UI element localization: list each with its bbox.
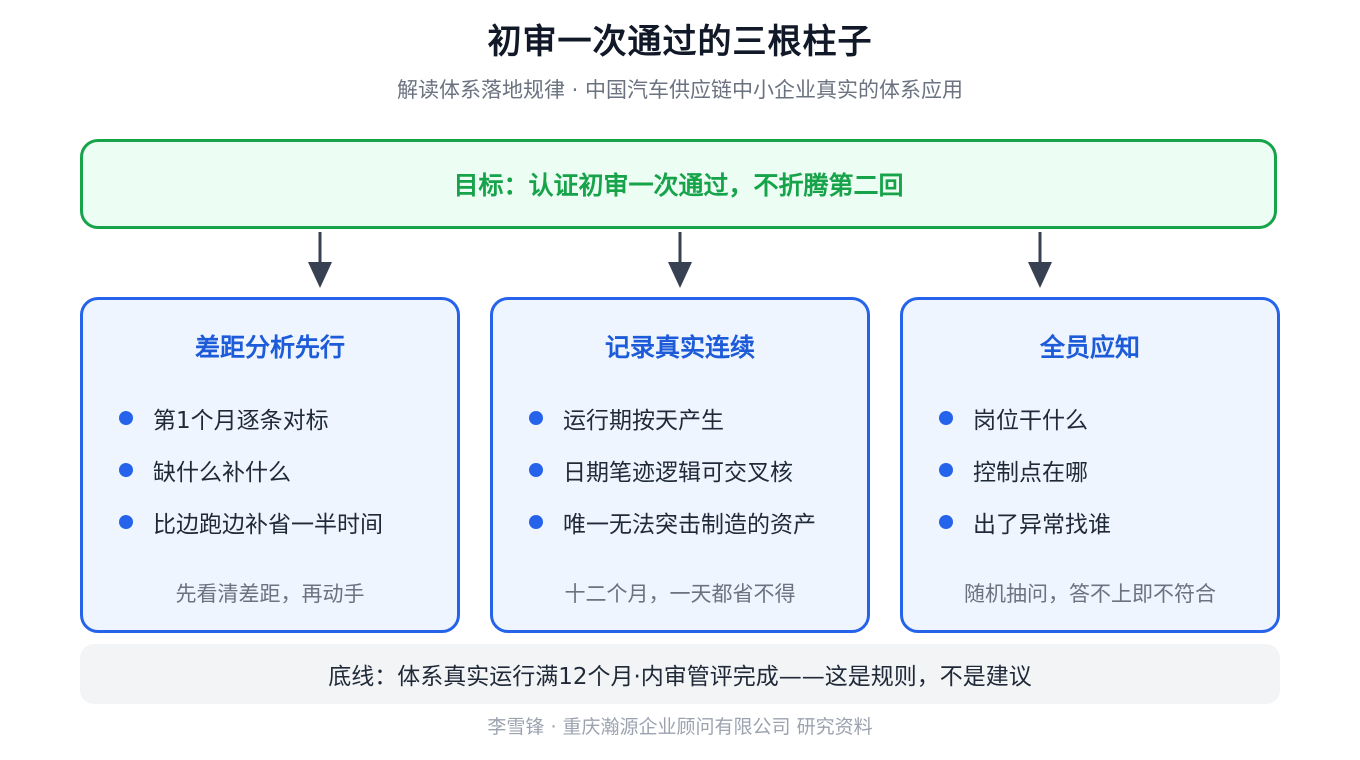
list-item: 比边跑边补省一半时间 <box>119 496 383 548</box>
list-item: 日期笔迹逻辑可交叉核 <box>529 444 816 496</box>
pillar-card-gap-analysis: 差距分析先行 第1个月逐条对标 缺什么补什么 比边跑边补省一半时间 先看清差距，… <box>80 297 460 633</box>
list-item-label: 控制点在哪 <box>973 460 1088 486</box>
bullet-dot-icon <box>529 515 543 529</box>
bullet-dot-icon <box>529 411 543 425</box>
pillar-card-records: 记录真实连续 运行期按天产生 日期笔迹逻辑可交叉核 唯一无法突击制造的资产 十二… <box>490 297 870 633</box>
bullet-dot-icon <box>119 411 133 425</box>
list-item: 唯一无法突击制造的资产 <box>529 496 816 548</box>
pillar-title: 全员应知 <box>1039 333 1140 362</box>
list-item: 控制点在哪 <box>939 444 1111 496</box>
list-item-label: 比边跑边补省一半时间 <box>153 512 383 538</box>
goal-box: 目标：认证初审一次通过，不折腾第二回 <box>80 139 1277 229</box>
pillar-item-list: 运行期按天产生 日期笔迹逻辑可交叉核 唯一无法突击制造的资产 <box>529 392 816 548</box>
list-item: 出了异常找谁 <box>939 496 1111 548</box>
pillar-item-list: 岗位干什么 控制点在哪 出了异常找谁 <box>939 392 1111 548</box>
list-item: 运行期按天产生 <box>529 392 816 444</box>
bottom-line-banner: 底线：体系真实运行满12个月·内审管评完成——这是规则，不是建议 <box>80 644 1280 704</box>
pillar-item-list: 第1个月逐条对标 缺什么补什么 比边跑边补省一半时间 <box>119 392 383 548</box>
bullet-dot-icon <box>119 463 133 477</box>
bottom-line-text: 底线：体系真实运行满12个月·内审管评完成——这是规则，不是建议 <box>328 664 1032 690</box>
pillar-title: 差距分析先行 <box>194 333 345 362</box>
goal-text: 目标：认证初审一次通过，不折腾第二回 <box>453 171 904 200</box>
pillar-title: 记录真实连续 <box>604 333 755 362</box>
page-title: 初审一次通过的三根柱子 <box>487 22 873 62</box>
list-item: 缺什么补什么 <box>119 444 383 496</box>
pillar-note: 随机抽问，答不上即不符合 <box>964 582 1216 606</box>
list-item-label: 第1个月逐条对标 <box>153 408 329 434</box>
footer-credit: 李雪锋 · 重庆瀚源企业顾问有限公司 研究资料 <box>487 716 873 738</box>
arrow-to-pillar-2 <box>668 232 692 288</box>
list-item: 岗位干什么 <box>939 392 1111 444</box>
list-item-label: 运行期按天产生 <box>563 408 724 434</box>
bullet-dot-icon <box>119 515 133 529</box>
arrow-to-pillar-1 <box>308 232 332 288</box>
pillar-card-staff-awareness: 全员应知 岗位干什么 控制点在哪 出了异常找谁 随机抽问，答不上即不符合 <box>900 297 1280 633</box>
list-item-label: 岗位干什么 <box>973 408 1088 434</box>
bullet-dot-icon <box>939 411 953 425</box>
list-item-label: 唯一无法突击制造的资产 <box>563 512 816 538</box>
pillar-note: 十二个月，一天都省不得 <box>564 582 796 606</box>
list-item-label: 出了异常找谁 <box>973 512 1111 538</box>
list-item-label: 日期笔迹逻辑可交叉核 <box>563 460 793 486</box>
bullet-dot-icon <box>529 463 543 477</box>
pillar-note: 先看清差距，再动手 <box>175 582 365 606</box>
bullet-dot-icon <box>939 515 953 529</box>
arrow-to-pillar-3 <box>1028 232 1052 288</box>
list-item-label: 缺什么补什么 <box>153 460 291 486</box>
bullet-dot-icon <box>939 463 953 477</box>
page-subtitle: 解读体系落地规律 · 中国汽车供应链中小企业真实的体系应用 <box>396 78 964 102</box>
list-item: 第1个月逐条对标 <box>119 392 383 444</box>
